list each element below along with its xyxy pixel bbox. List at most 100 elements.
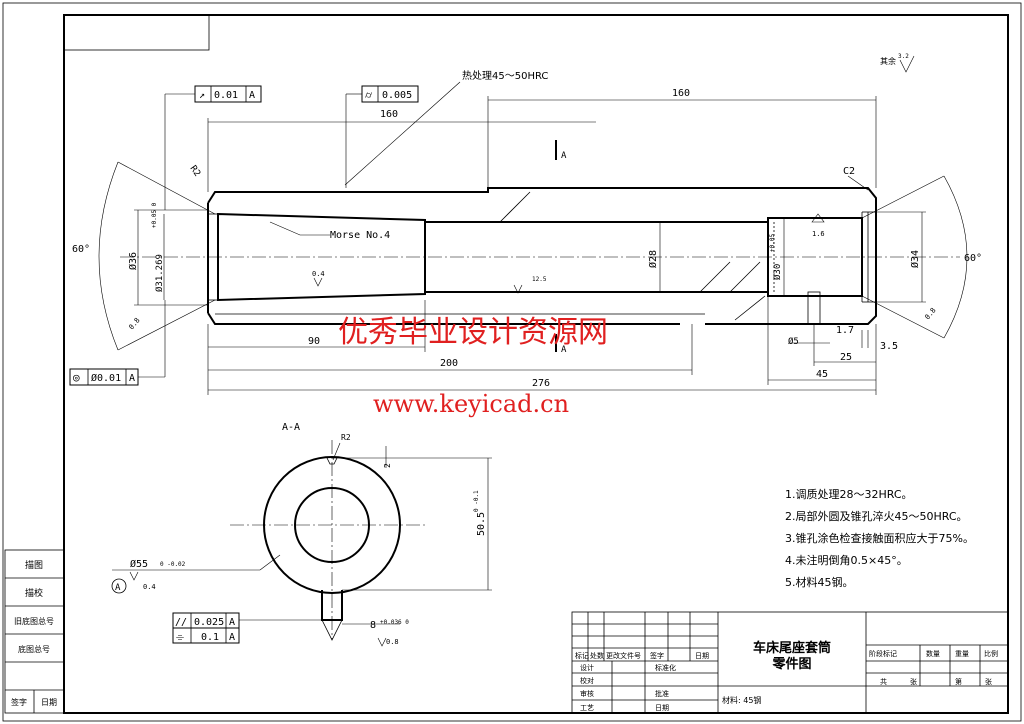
dim-angle-right: 60° [964, 253, 982, 264]
tolerance-frames-top: ↗ 0.01 A ⌭ 0.005 ◎ Ø0.01 A [69, 85, 419, 386]
note-4: 4.未注明倒角0.5×45°。 [785, 553, 908, 567]
sheet-total-unit: 张 [910, 677, 917, 686]
roughness-taper: 1.6 [812, 230, 825, 238]
cylindricity-value: 0.005 [382, 90, 412, 101]
strip-trace-check: 描校 [25, 587, 43, 599]
note-1: 1.调质处理28～32HRC。 [785, 488, 913, 501]
dim-d34: Ø34 [909, 250, 921, 268]
roughness-other-label: 其余 [880, 56, 896, 66]
section-w8-tol: +0.036 0 [380, 619, 409, 626]
section-title: A-A [282, 422, 300, 433]
symmetry-value: 0.1 [201, 632, 219, 643]
section-mark-bottom: A [561, 345, 567, 355]
dim-90: 90 [308, 336, 320, 347]
dim-d36: Ø36 [127, 252, 139, 270]
left-strip: 描图 描校 旧底图总号 底图总号 签字 日期 [4, 549, 65, 714]
parallelism-value: 0.025 [194, 617, 224, 628]
tb-standard: 标准化 [655, 663, 676, 672]
watermark-cn: 优秀毕业设计资源网 [338, 315, 608, 350]
role-review: 审核 [580, 689, 594, 698]
parallelism-datum: A [229, 617, 235, 628]
strip-date: 日期 [41, 698, 57, 707]
roughness-bore-mid: 12.5 [532, 276, 547, 283]
dim-d30-tol: +0.05 [769, 234, 776, 252]
section-r2: R2 [341, 433, 351, 442]
section-view: A-A R2 2 50.5 0 -0.1 Ø55 0 -0.02 0.4 A 8… [111, 422, 492, 647]
roughness-other-value: 3.2 [898, 53, 909, 60]
role-check: 校对 [580, 676, 594, 685]
roughness-left-face: 0.8 [127, 316, 141, 331]
runout-value: 0.01 [214, 90, 238, 101]
main-view [120, 187, 960, 325]
dim-angle-left: 60° [72, 244, 90, 255]
strip-old-base: 旧底图总号 [14, 616, 54, 626]
datum-a-symbol: A [115, 583, 121, 593]
dim-276: 276 [532, 378, 550, 389]
role-design: 设计 [580, 663, 594, 672]
main-dimensions: 160 160 90 200 276 45 25 1.7 3.5 Ø5 [72, 69, 982, 395]
dim-1-7: 1.7 [836, 325, 854, 336]
roughness-right-face: 0.8 [923, 306, 937, 321]
dim-160-left: 160 [380, 109, 398, 120]
symmetry-symbol: ⌯ [176, 632, 184, 643]
symmetry-datum: A [229, 632, 235, 643]
dim-d31-tol: +0.05 0 [151, 202, 158, 228]
concentricity-value: Ø0.01 [91, 372, 121, 384]
dim-200: 200 [440, 358, 458, 369]
sheet-total: 共 [880, 677, 887, 686]
section-mark-top: A [561, 151, 567, 161]
dim-45: 45 [816, 369, 828, 380]
concentricity-datum: A [129, 373, 135, 384]
title-block: 标记 处数 更改文件号 签字 日期 设计 校对 审核 工艺 标准化 批准 日期 … [571, 611, 1009, 714]
parallelism-symbol: // [175, 617, 187, 628]
sheet-number: 第 [955, 677, 962, 686]
dim-c2: C2 [843, 166, 855, 177]
dim-d31: Ø31.269 [154, 254, 165, 292]
dim-3-5: 3.5 [880, 341, 898, 352]
cylindricity-symbol: ⌭ [365, 90, 373, 101]
stage-weight: 重量 [955, 650, 969, 658]
rev-header-mark: 标记 [575, 651, 589, 660]
dim-160-right: 160 [672, 88, 690, 99]
dim-d5: Ø5 [788, 336, 799, 347]
rev-header-count: 处数 [590, 651, 604, 660]
sheet-number-unit: 张 [985, 677, 992, 686]
roughness-section: 0.4 [143, 583, 156, 591]
runout-datum: A [249, 90, 255, 101]
note-3: 3.锥孔涂色检查接触面积应大于75%。 [785, 531, 974, 545]
roughness-key: 0.8 [386, 638, 399, 646]
roughness-bore: 0.4 [312, 270, 325, 278]
note-2: 2.局部外圆及锥孔淬火45～50HRC。 [785, 509, 968, 523]
morse-label: Morse No.4 [330, 230, 390, 241]
rev-header-date: 日期 [695, 652, 709, 660]
dim-d30: Ø30 [772, 264, 783, 280]
strip-sign: 签字 [11, 697, 27, 707]
corner-code-box [63, 14, 210, 51]
dim-d28: Ø28 [647, 250, 659, 268]
strip-base-no: 底图总号 [18, 644, 50, 654]
section-dim-50-5-tol: 0 -0.1 [473, 490, 480, 512]
tb-approve: 批准 [655, 689, 669, 698]
section-dim-2: 2 [383, 463, 392, 468]
section-d55-tol: 0 -0.02 [160, 561, 186, 568]
section-d55: Ø55 [130, 558, 148, 570]
material: 材料: 45钢 [722, 695, 761, 705]
dim-25: 25 [840, 352, 852, 363]
drawing-frame [63, 14, 1009, 714]
runout-symbol: ↗ [199, 90, 205, 101]
note-5: 5.材料45钢。 [785, 575, 854, 589]
rev-header-sign: 签字 [650, 651, 664, 660]
rev-header-file: 更改文件号 [606, 651, 641, 660]
section-dim-50-5: 50.5 [476, 512, 487, 536]
section-w8: 8 [370, 620, 376, 631]
tb-date: 日期 [655, 704, 669, 712]
part-name-2: 零件图 [771, 656, 811, 672]
heat-treatment-label: 热处理45～50HRC [462, 69, 548, 82]
stage-qty: 数量 [926, 649, 940, 658]
strip-trace: 描图 [25, 559, 43, 571]
dim-r2-left: R2 [188, 164, 202, 179]
watermark-url: www.keyicad.cn [373, 390, 569, 418]
stage-mark: 阶段标记 [869, 649, 897, 658]
